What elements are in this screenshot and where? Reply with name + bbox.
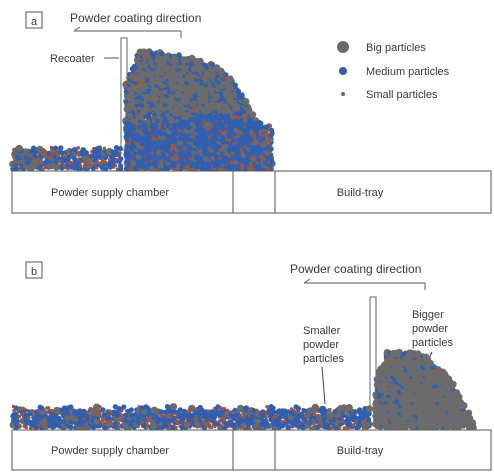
panel-b-tag: b [31, 266, 37, 278]
panel-b-direction-arrow [303, 278, 426, 290]
panel-a-direction-label: Powder coating direction [70, 11, 201, 25]
panel-b-base [11, 429, 492, 471]
panel-b-smaller-label-1: Smaller [303, 325, 341, 337]
panel-a-tag: a [31, 16, 38, 28]
panel-b-smaller-pointer [321, 366, 326, 405]
legend-big-label: Big particles [366, 42, 426, 54]
panel-b-smaller-label-2: powder [303, 339, 339, 351]
legend-medium-swatch [339, 67, 347, 75]
panel-b-smaller-label-3: particles [303, 353, 344, 365]
panel-b-direction-label: Powder coating direction [290, 262, 421, 276]
legend-small-label: Small particles [366, 89, 438, 101]
panel-b-tag-box [25, 261, 43, 279]
panel-b-bigger-label-2: powder [412, 323, 448, 335]
panel-a-supply-label: Powder supply chamber [51, 187, 169, 199]
panel-b: b Powder coating direction Smaller powde… [9, 261, 492, 471]
panel-a-legend: Big particles Medium particles Small par… [337, 41, 450, 101]
panel-a-particles [9, 48, 276, 173]
legend-big-swatch [337, 41, 349, 53]
panel-a-tag-box [25, 11, 43, 29]
panel-b-tray-label: Build-tray [337, 445, 384, 457]
panel-b-particles [9, 348, 477, 432]
legend-small-swatch [341, 92, 345, 96]
legend-medium-label: Medium particles [366, 66, 450, 78]
panel-b-bigger-label-1: Bigger [412, 309, 444, 321]
panel-b-bigger-label-3: particles [412, 337, 453, 349]
panel-b-supply-label: Powder supply chamber [51, 445, 169, 457]
panel-a-tray-label: Build-tray [337, 187, 384, 199]
panel-a-base [11, 170, 492, 214]
panel-a-direction-arrow [73, 26, 182, 38]
panel-a-recoater-label: Recoater [50, 53, 95, 65]
panel-a: a Powder coating direction Recoater Powd… [9, 11, 492, 214]
